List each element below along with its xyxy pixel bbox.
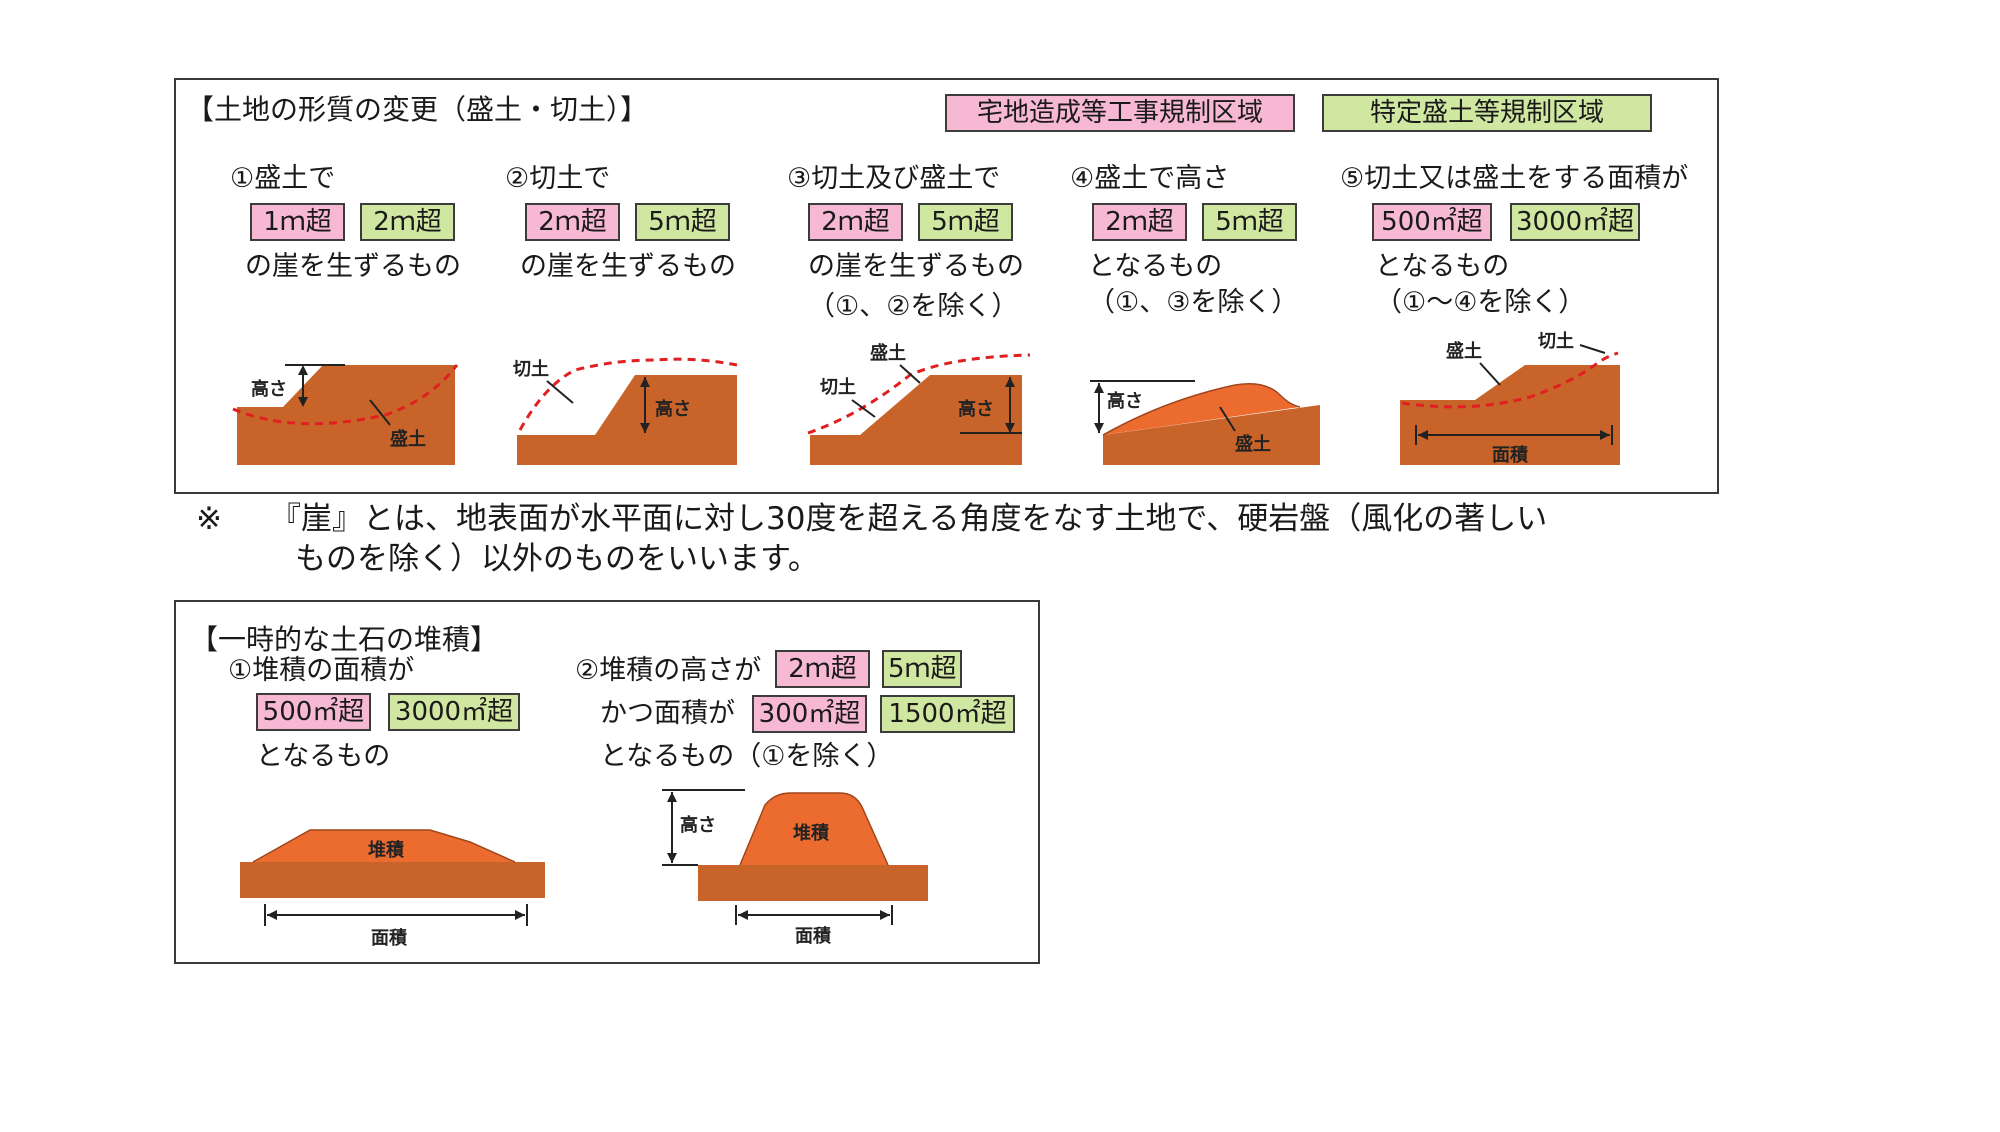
item4-line1: となるもの xyxy=(1088,251,1223,282)
pile-diagram2-area-label: 面積 xyxy=(795,925,832,947)
item1-heading: ①盛土で xyxy=(230,163,336,194)
item5-heading: ⑤切土又は盛土をする面積が xyxy=(1340,163,1689,194)
pile-item1-green-tag: 3000㎡超 xyxy=(388,693,520,731)
diagram2-height-label: 高さ xyxy=(655,398,691,420)
item4-green-tag: 5ｍ超 xyxy=(1202,203,1297,241)
diagram5-cut-label: 切土 xyxy=(1538,331,1574,352)
item5-line1: となるもの xyxy=(1375,251,1510,282)
item3-line2: （①、②を除く） xyxy=(808,291,1019,322)
diagram4-height-label: 高さ xyxy=(1107,390,1143,412)
pile-item2-green-tag2: 1500㎡超 xyxy=(880,695,1015,733)
pile-item2-pink-tag: 2ｍ超 xyxy=(775,650,870,688)
diagram5-area-label: 面積 xyxy=(1492,444,1529,466)
diagram1-height-label: 高さ xyxy=(251,378,287,400)
section2-title: 【一時的な土石の堆積】 xyxy=(190,623,499,656)
diagram-fill-cliff: 高さ 盛土 xyxy=(232,364,459,465)
diagram1-fill-label: 盛土 xyxy=(390,428,426,450)
note-line2: ものを除く）以外のものをいいます。 xyxy=(295,541,819,577)
pile-diagram1-area-label: 面積 xyxy=(371,927,408,949)
item5-line2: （①～④を除く） xyxy=(1375,287,1586,318)
pile-item2-pink-tag2: 300㎡超 xyxy=(752,695,867,733)
pile-item2-green-tag: 5ｍ超 xyxy=(882,650,962,688)
item4-line2: （①、③を除く） xyxy=(1088,287,1299,318)
pile-diagram2-label: 堆積 xyxy=(793,822,830,844)
item3-green-tag: 5ｍ超 xyxy=(918,203,1013,241)
item2-green-tag: 5ｍ超 xyxy=(635,203,730,241)
pile-diagram1-label: 堆積 xyxy=(368,839,405,861)
item1-green-tag: 2ｍ超 xyxy=(360,203,455,241)
pile-item2-line1: となるもの（①を除く） xyxy=(600,741,894,772)
pile-item1-line1: となるもの xyxy=(256,741,391,772)
diagram3-cut-label: 切土 xyxy=(820,377,856,398)
pile-item2-heading: ②堆積の高さが xyxy=(575,655,762,686)
diagram-fill-height: 高さ 盛土 xyxy=(1090,380,1320,465)
diagram5-fill-label: 盛土 xyxy=(1446,340,1482,362)
item4-heading: ④盛土で高さ xyxy=(1070,163,1230,194)
item2-heading: ②切土で xyxy=(505,163,611,194)
item5-pink-tag: 500㎡超 xyxy=(1372,203,1492,241)
diagram3-height-label: 高さ xyxy=(958,398,994,420)
legend-green: 特定盛土等規制区域 xyxy=(1322,94,1652,132)
item3-heading: ③切土及び盛土で xyxy=(787,163,1001,194)
legend-pink: 宅地造成等工事規制区域 xyxy=(945,94,1295,132)
pile-diagram2-height-label: 高さ xyxy=(680,814,716,836)
item1-line1: の崖を生ずるもの xyxy=(245,251,461,282)
item3-line1: の崖を生ずるもの xyxy=(808,251,1024,282)
item2-pink-tag: 2ｍ超 xyxy=(525,203,620,241)
item2-line1: の崖を生ずるもの xyxy=(520,251,736,282)
pile-item2-line-mid: かつ面積が xyxy=(600,698,735,729)
diagram4-fill-label: 盛土 xyxy=(1235,433,1271,455)
item1-pink-tag: 1ｍ超 xyxy=(250,203,345,241)
note-mark: ※ xyxy=(196,501,222,537)
item4-pink-tag: 2ｍ超 xyxy=(1092,203,1187,241)
item5-green-tag: 3000㎡超 xyxy=(1510,203,1640,241)
diagram2-cut-label: 切土 xyxy=(513,359,549,380)
diagram-pile-area: 堆積 面積 xyxy=(240,829,545,949)
pile-item1-pink-tag: 500㎡超 xyxy=(256,693,371,731)
item3-pink-tag: 2ｍ超 xyxy=(808,203,903,241)
diagram-pile-height: 堆積 高さ 面積 xyxy=(662,789,928,947)
pile-item1-heading: ①堆積の面積が xyxy=(228,655,415,686)
diagram-cut-fill-area: 面積 盛土 切土 xyxy=(1400,331,1620,466)
diagram-cut-and-fill-cliff: 高さ 盛土 切土 xyxy=(807,342,1031,465)
diagram3-fill-label: 盛土 xyxy=(870,342,906,364)
section1-title: 【土地の形質の変更（盛土・切土）】 xyxy=(186,93,649,126)
diagram-cut-cliff: 高さ 切土 xyxy=(513,357,738,465)
note-line1: 『崖』とは、地表面が水平面に対し30度を超える角度をなす土地で、硬岩盤（風化の著… xyxy=(270,501,1548,537)
